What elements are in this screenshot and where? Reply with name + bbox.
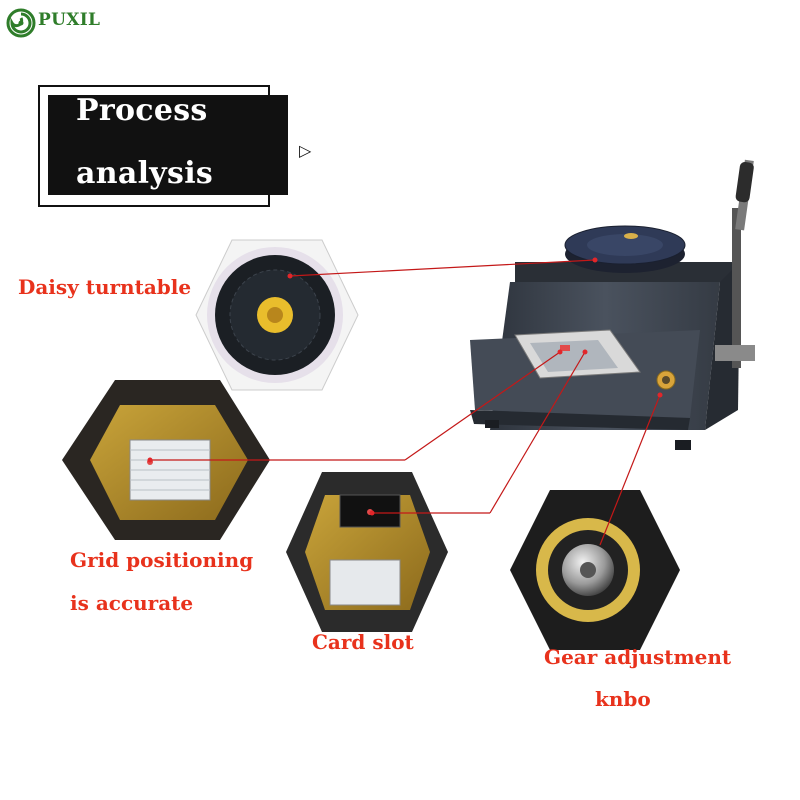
embossing-machine — [470, 159, 755, 450]
leader-dots — [147, 257, 663, 516]
play-arrow-icon: ▷ — [299, 141, 312, 160]
card-slot-hexagon — [286, 472, 448, 632]
callout-gear-adjustment-line1: Gear adjustment — [544, 645, 732, 669]
brand-name: PUXIL — [38, 10, 101, 30]
title-box — [48, 95, 288, 195]
gear-knob-hexagon — [510, 490, 680, 650]
daisy-turntable-hexagon — [195, 239, 359, 391]
title-line-1: Process — [76, 93, 208, 128]
title-line-2: analysis — [76, 156, 214, 191]
callout-grid-positioning-line2: is accurate — [70, 591, 194, 615]
callout-grid-positioning-line1: Grid positioning — [70, 548, 254, 572]
callout-gear-adjustment-line2: knbo — [595, 687, 651, 711]
swirl-logo-icon — [6, 8, 36, 38]
callout-card-slot: Card slot — [312, 630, 414, 654]
leader-lines — [150, 259, 661, 546]
callout-daisy-turntable: Daisy turntable — [18, 275, 192, 299]
